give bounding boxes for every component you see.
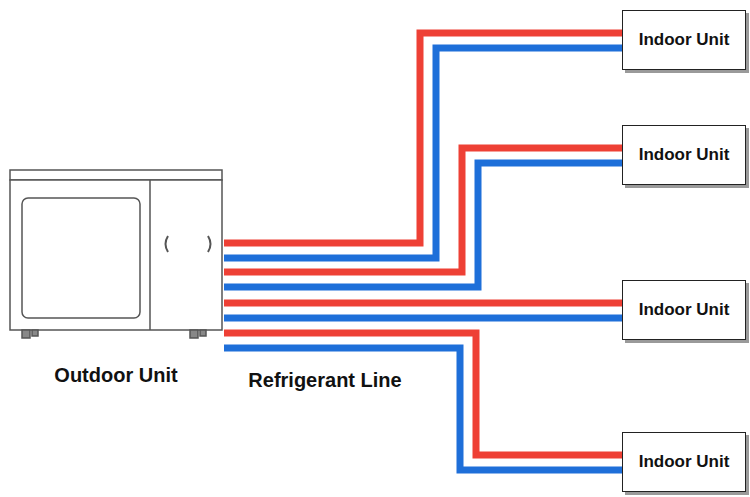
red-pipe xyxy=(224,300,622,307)
unit-label: Indoor Unit xyxy=(639,29,730,51)
refrigerant-pipe-pair xyxy=(224,303,622,318)
indoor-unit-box: Indoor Unit xyxy=(622,125,746,185)
refrigerant-pipe-pair xyxy=(224,148,622,287)
unit-label: Indoor Unit xyxy=(639,299,730,321)
red-pipe xyxy=(224,148,622,272)
blue-pipe xyxy=(224,163,622,287)
refrigerant-pipe-pair xyxy=(224,333,622,470)
unit-label: Outdoor Unit xyxy=(0,363,234,387)
unit-label: Indoor Unit xyxy=(639,451,730,473)
blue-pipe xyxy=(224,348,622,470)
line-label: Refrigerant Line xyxy=(245,366,405,395)
indoor-unit-box: Indoor Unit xyxy=(622,432,746,492)
blue-pipe xyxy=(224,48,622,258)
unit-label: Indoor Unit xyxy=(639,144,730,166)
indoor-unit-box: Indoor Unit xyxy=(622,280,746,340)
outdoor-unit-illustration xyxy=(8,168,224,343)
outdoor-unit: Outdoor Unit xyxy=(8,168,224,398)
blue-pipe xyxy=(224,315,622,322)
red-pipe xyxy=(224,33,622,243)
indoor-unit-box: Indoor Unit xyxy=(622,10,746,70)
